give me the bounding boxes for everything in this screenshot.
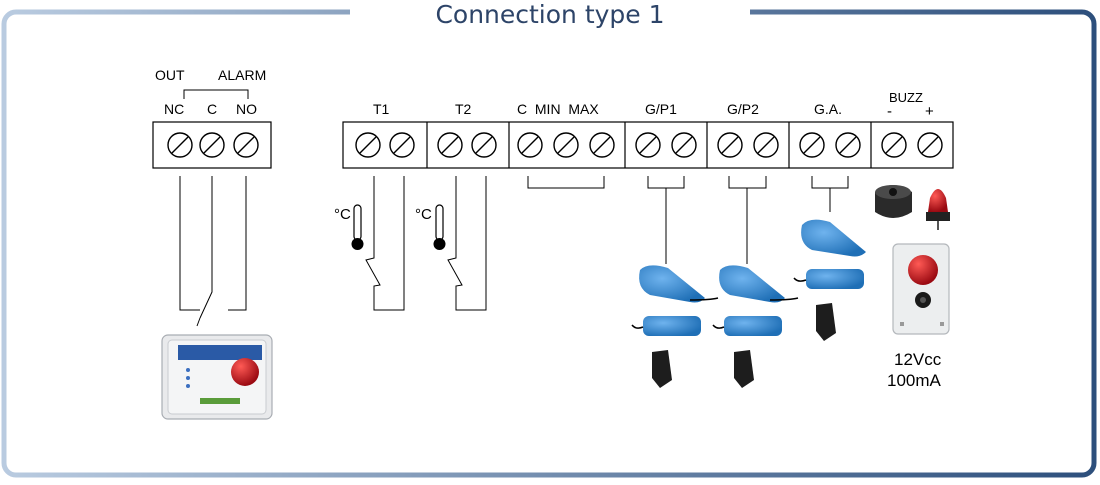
terminal-screw	[167, 132, 193, 158]
alarm-unit-image	[161, 334, 273, 420]
float-switches-ga	[793, 219, 866, 341]
ga-bracket	[811, 176, 849, 189]
beacon-image	[926, 189, 950, 230]
terminal-screw	[437, 132, 463, 158]
siren-voltage: 12Vcc	[894, 350, 942, 369]
terminal-screw	[199, 132, 225, 158]
terminal-screw	[753, 132, 779, 158]
terminal-screw	[799, 132, 825, 158]
float-switches-gp2	[712, 265, 799, 388]
terminal-screw	[671, 132, 697, 158]
terminal-screw	[717, 132, 743, 158]
terminal-screw	[835, 132, 861, 158]
siren-current: 100mA	[887, 371, 942, 390]
buzzer-image	[875, 185, 912, 218]
gp2-bracket	[728, 176, 767, 189]
alarm-label: ALARM	[218, 67, 266, 83]
terminal-screw	[517, 132, 543, 158]
terminal-screw	[355, 132, 381, 158]
gp2-label: G/P2	[727, 101, 759, 117]
nc-terminal-label: NC	[164, 101, 184, 117]
terminal-screw	[917, 132, 943, 158]
relay-wire	[199, 176, 213, 319]
terminal-screw	[389, 132, 415, 158]
diagram-title: Connection type 1	[350, 0, 750, 32]
no-terminal-label: NO	[236, 101, 257, 117]
buzz-plus-label: +	[925, 103, 934, 120]
main-terminal-strip	[342, 121, 954, 169]
float-switches-gp1	[631, 265, 719, 388]
terminal-screw	[553, 132, 579, 158]
alarm-relay-block: OUT ALARM NC C NO	[152, 67, 272, 327]
terminal-screw	[635, 132, 661, 158]
svg-text:°C: °C	[415, 206, 432, 223]
relay-wire	[196, 317, 201, 327]
c-terminal-label: C	[207, 101, 217, 117]
t1-label: T1	[373, 101, 390, 117]
buzz-label: BUZZ	[889, 90, 923, 105]
gp1-label: G/P1	[645, 101, 677, 117]
alarm-group-bracket	[183, 89, 249, 99]
terminal-screw	[233, 132, 259, 158]
relay-wire	[179, 176, 200, 311]
thermostat-t1: °C	[334, 176, 405, 311]
t2-label: T2	[455, 101, 472, 117]
level-bracket	[527, 176, 605, 189]
level-label: C MIN MAX	[517, 101, 599, 117]
ga-label: G.A.	[814, 101, 842, 117]
terminal-screw	[589, 132, 615, 158]
gp1-bracket	[647, 176, 685, 189]
thermostat-t2: °C	[415, 176, 487, 311]
siren-box-image	[892, 243, 950, 335]
svg-text:°C: °C	[334, 206, 351, 223]
relay-wire	[228, 176, 247, 311]
buzz-minus-label: -	[887, 103, 892, 120]
out-label: OUT	[155, 67, 185, 83]
terminal-screw	[881, 132, 907, 158]
terminal-screw	[471, 132, 497, 158]
